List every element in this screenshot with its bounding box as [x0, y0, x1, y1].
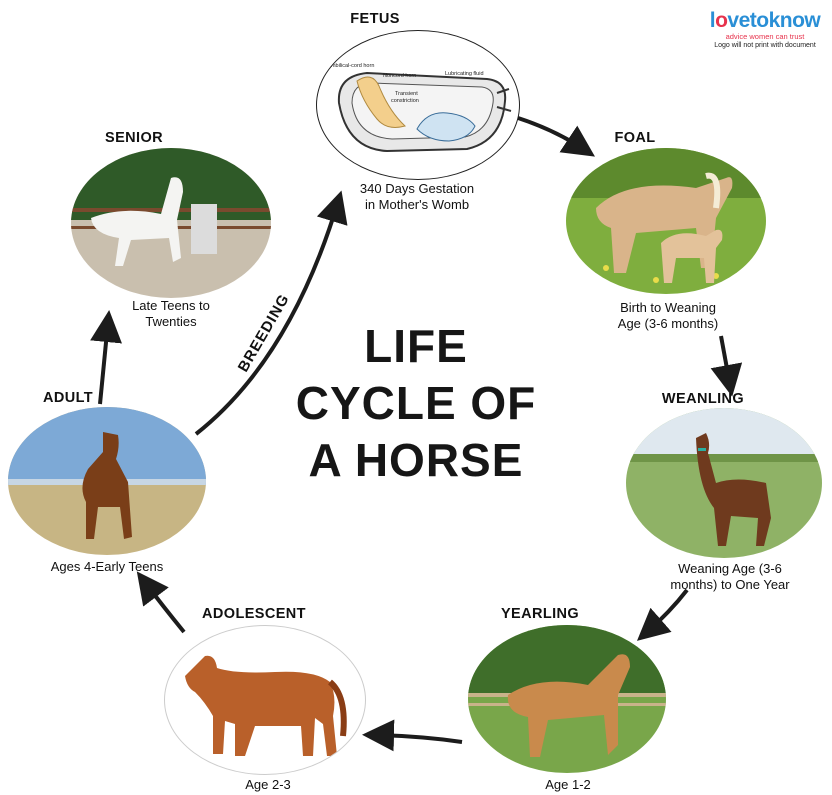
foal-photo [566, 148, 766, 294]
arrow-foal-to-weanling [710, 335, 743, 397]
diagram-title: LIFE CYCLE OF A HORSE [295, 320, 537, 486]
label-umbilical-cord-horn: Umbilical-cord horn [327, 63, 374, 69]
arrow-adolescent-to-adult [136, 571, 186, 634]
stage-title-fetus: FETUS [350, 11, 400, 27]
stage-title-yearling: YEARLING [500, 606, 580, 622]
stage-title-adolescent: ADOLESCENT [202, 606, 306, 622]
caption-fetus: 340 Days Gestation in Mother's Womb [359, 181, 475, 212]
label-constriction: constriction [391, 98, 419, 104]
arrow-yearling-to-adolescent [362, 719, 463, 752]
caption-foal: Birth to Weaning Age (3-6 months) [617, 300, 719, 331]
logo-note: Logo will not print with document [714, 42, 816, 49]
label-lubricating-fluid: Lubricating fluid [445, 71, 484, 77]
stage-title-senior: SENIOR [105, 130, 163, 146]
arrow-breeding [194, 190, 348, 436]
label-transient: Transient [395, 91, 418, 97]
arrow-weanling-to-yearling [636, 588, 689, 641]
logo-wordmark: lovetoknow [709, 9, 821, 32]
lovetoknow-logo: lovetoknow advice women can trust Logo w… [700, 10, 830, 50]
yearling-photo [468, 625, 666, 773]
label-noncord-horn: Noncord horn [383, 73, 416, 79]
stage-title-adult: ADULT [42, 390, 94, 406]
arrow-fetus-to-foal [517, 116, 595, 157]
stage-title-foal: FOAL [614, 130, 656, 146]
senior-photo [71, 148, 271, 298]
weanling-photo [626, 408, 822, 558]
stage-title-weanling: WEANLING [661, 391, 745, 407]
caption-senior: Late Teens to Twenties [132, 298, 210, 329]
caption-weanling: Weaning Age (3-6 months) to One Year [670, 561, 790, 592]
caption-adult: Ages 4-Early Teens [50, 559, 164, 574]
caption-yearling: Age 1-2 [545, 777, 591, 792]
caption-adolescent: Age 2-3 [245, 777, 291, 792]
adolescent-photo [164, 625, 366, 775]
arrow-adult-to-senior [90, 310, 122, 405]
adult-photo [8, 407, 206, 555]
fetus-illustration: Umbilical-cord horn Noncord horn Lubrica… [316, 30, 520, 180]
logo-tagline: advice women can trust [725, 32, 805, 41]
